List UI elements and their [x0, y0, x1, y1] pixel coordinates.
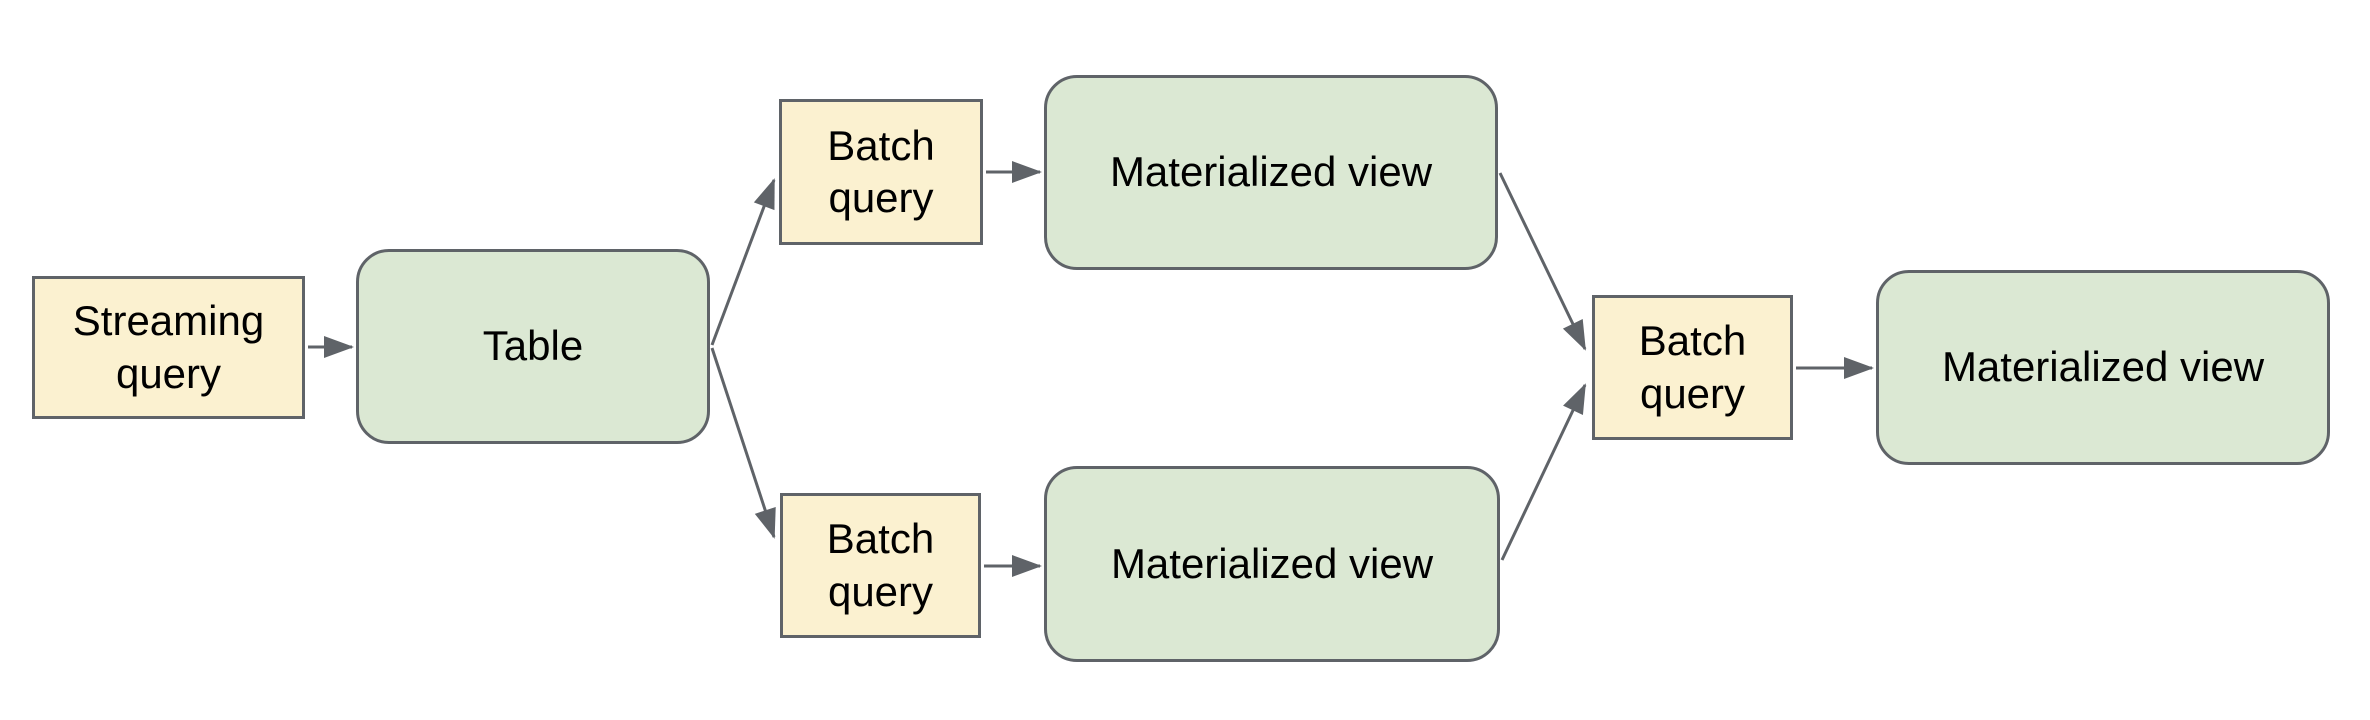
node-streaming-query: Streaming query	[32, 276, 305, 419]
node-materialized-view-bottom: Materialized view	[1044, 466, 1500, 662]
node-materialized-view-final: Materialized view	[1876, 270, 2330, 465]
node-batch-query-bottom-label: Batch query	[826, 515, 935, 615]
node-table: Table	[356, 249, 710, 444]
edge-table-to-batch-query-bottom	[710, 347, 776, 539]
node-table-label: Table	[482, 322, 584, 370]
node-materialized-view-final-label: Materialized view	[1941, 343, 2265, 391]
node-batch-query-top: Batch query	[779, 99, 983, 245]
edge-table-to-batch-query-top	[710, 178, 776, 346]
node-batch-query-final: Batch query	[1592, 295, 1793, 440]
edge-materialized-view-bottom-to-batch-query-final	[1500, 383, 1587, 561]
node-batch-query-final-label: Batch query	[1638, 317, 1747, 417]
node-materialized-view-top-label: Materialized view	[1109, 148, 1433, 196]
node-materialized-view-top: Materialized view	[1044, 75, 1498, 270]
node-materialized-view-bottom-label: Materialized view	[1110, 539, 1434, 587]
node-streaming-query-label: Streaming query	[72, 297, 265, 397]
edge-materialized-view-top-to-batch-query-final	[1498, 172, 1587, 351]
node-batch-query-top-label: Batch query	[827, 121, 935, 222]
node-batch-query-bottom: Batch query	[780, 493, 981, 638]
